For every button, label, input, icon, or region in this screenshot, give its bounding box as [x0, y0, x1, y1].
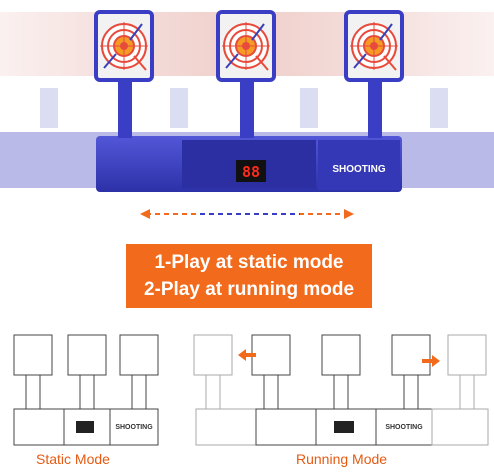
diagram-brand-static: SHOOTING — [115, 424, 153, 431]
target-face-right — [344, 10, 404, 82]
caption-static-mode: Static Mode — [36, 451, 110, 467]
target-face-center — [216, 10, 276, 82]
banner-line-running: 2-Play at running mode — [143, 279, 355, 300]
static-mode-diagram: SHOOTING — [13, 334, 159, 446]
score-digits: 88 — [242, 163, 260, 181]
brand-label: SHOOTING — [332, 164, 386, 175]
target-face-left — [94, 10, 154, 82]
arrow-right-icon — [422, 355, 440, 367]
running-mode-diagram: SHOOTING — [193, 334, 489, 446]
target-posts — [118, 82, 382, 138]
banner-line-static: 1-Play at static mode — [154, 252, 344, 273]
score-display — [236, 160, 266, 182]
diagram-brand-running: SHOOTING — [385, 424, 423, 431]
motion-arrow — [140, 209, 354, 219]
mode-diagram: SHOOTING SHOOTING — [13, 334, 489, 446]
mode-banner: 1-Play at static mode 2-Play at running … — [126, 244, 372, 308]
caption-running-mode: Running Mode — [296, 451, 388, 467]
product-photo: 88 SHOOTING — [0, 10, 494, 219]
arrow-left-icon — [238, 349, 256, 361]
